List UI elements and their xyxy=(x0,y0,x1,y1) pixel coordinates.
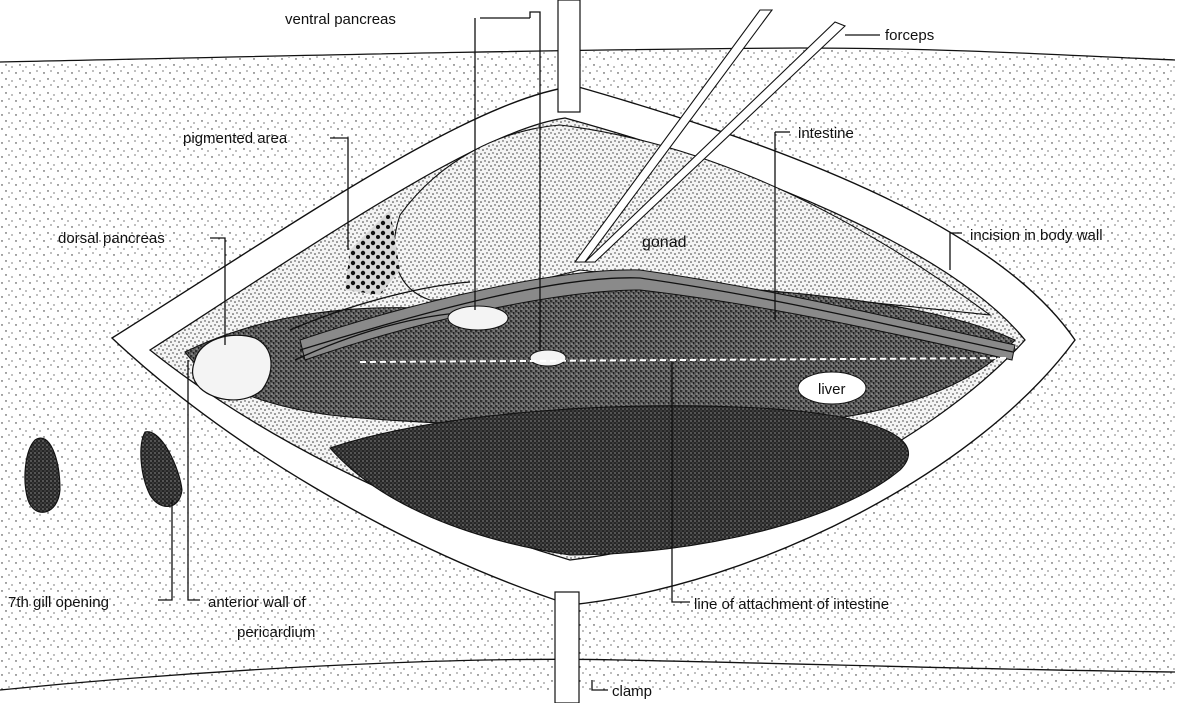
label-clamp: clamp xyxy=(612,683,652,700)
ventral-pancreas xyxy=(448,306,508,330)
label-pigmented-area: pigmented area xyxy=(183,130,288,147)
clamp-top xyxy=(558,0,580,112)
label-intestine: intestine xyxy=(798,125,854,142)
ventral-pancreas-spot xyxy=(530,350,566,366)
clamp-bottom xyxy=(555,592,579,703)
label-gill-opening: 7th gill opening xyxy=(8,594,109,611)
label-anterior-wall-line2: pericardium xyxy=(237,624,315,641)
label-gonad: gonad xyxy=(642,234,687,251)
label-anterior-wall-line1: anterior wall of xyxy=(208,594,306,611)
dorsal-pancreas xyxy=(193,335,271,400)
label-liver: liver xyxy=(818,381,846,398)
label-ventral-pancreas: ventral pancreas xyxy=(285,11,396,28)
label-incision: incision in body wall xyxy=(970,227,1103,244)
label-forceps: forceps xyxy=(885,27,934,44)
label-dorsal-pancreas: dorsal pancreas xyxy=(58,230,165,247)
label-line-of-attachment: line of attachment of intestine xyxy=(694,596,889,613)
